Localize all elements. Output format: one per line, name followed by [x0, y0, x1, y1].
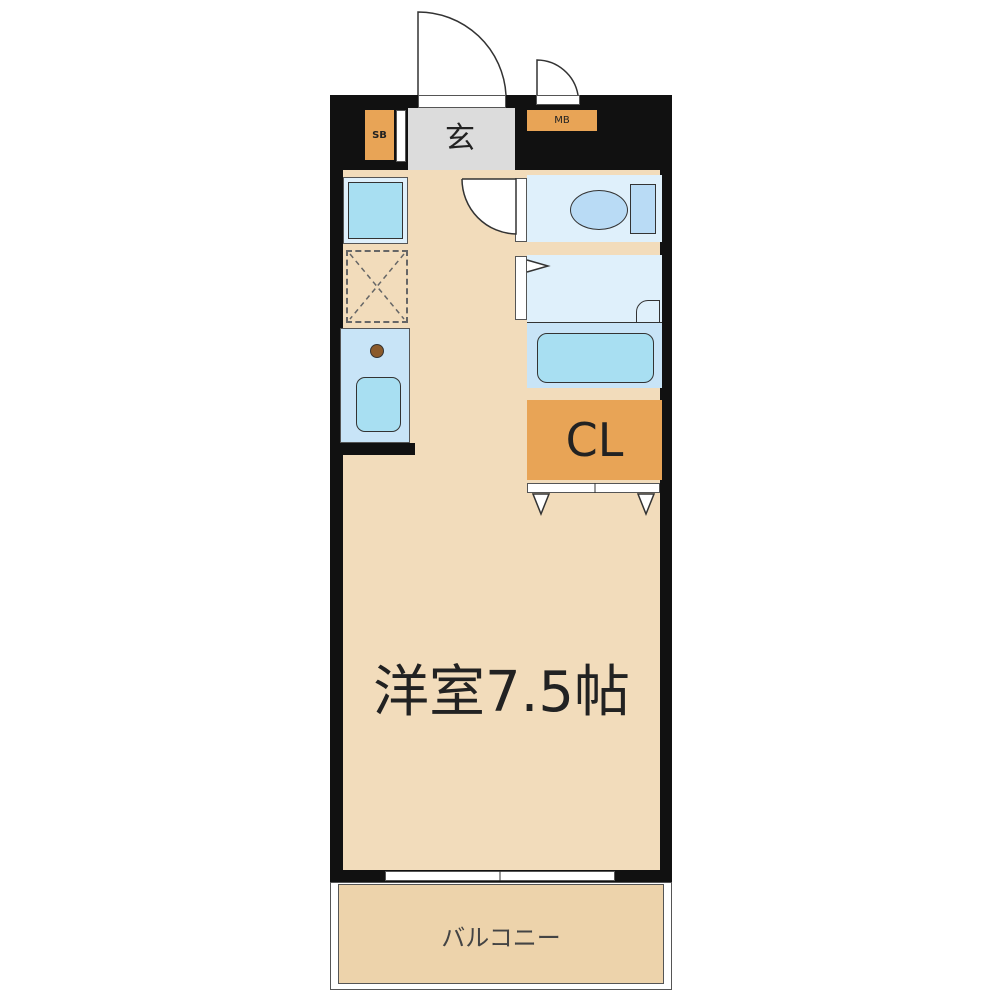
- entrance-door-opening: [418, 95, 506, 108]
- bathroom-door-arrow-icon: [526, 259, 551, 273]
- toilet-tank: [630, 184, 656, 234]
- entrance-area: [408, 108, 515, 170]
- main-room-label: 洋室7.5帖: [372, 660, 631, 725]
- meter-box: [527, 110, 597, 131]
- stove-burner: [370, 344, 384, 358]
- balcony-floor: [338, 884, 664, 984]
- bathroom-door-jamb: [515, 256, 527, 320]
- kitchen-sink: [356, 377, 401, 432]
- meter-box-door-swing-icon: [536, 59, 579, 96]
- closet-door-right-arrow-icon: [636, 493, 656, 517]
- entrance-label: 玄: [445, 120, 475, 156]
- shoe-box-door: [396, 110, 406, 162]
- shoe-box: [365, 110, 394, 160]
- bathtub: [537, 333, 654, 383]
- balcony-label: バルコニー: [441, 923, 561, 952]
- meter-box-label: MB: [554, 115, 570, 126]
- washing-machine-cross-icon: [349, 253, 405, 320]
- refrigerator: [348, 182, 403, 239]
- closet: [527, 400, 662, 480]
- closet-door-left-arrow-icon: [531, 493, 551, 517]
- closet-doors: [527, 483, 660, 493]
- washing-machine-space: [346, 250, 408, 323]
- closet-label: CL: [565, 413, 624, 467]
- toilet-door-swing-icon: [461, 178, 517, 235]
- toilet-bowl: [570, 190, 628, 230]
- shoe-box-label: SB: [372, 129, 387, 141]
- kitchen-wall: [330, 443, 415, 455]
- meter-box-door-opening: [536, 95, 580, 105]
- entrance-door-swing-icon: [417, 11, 507, 96]
